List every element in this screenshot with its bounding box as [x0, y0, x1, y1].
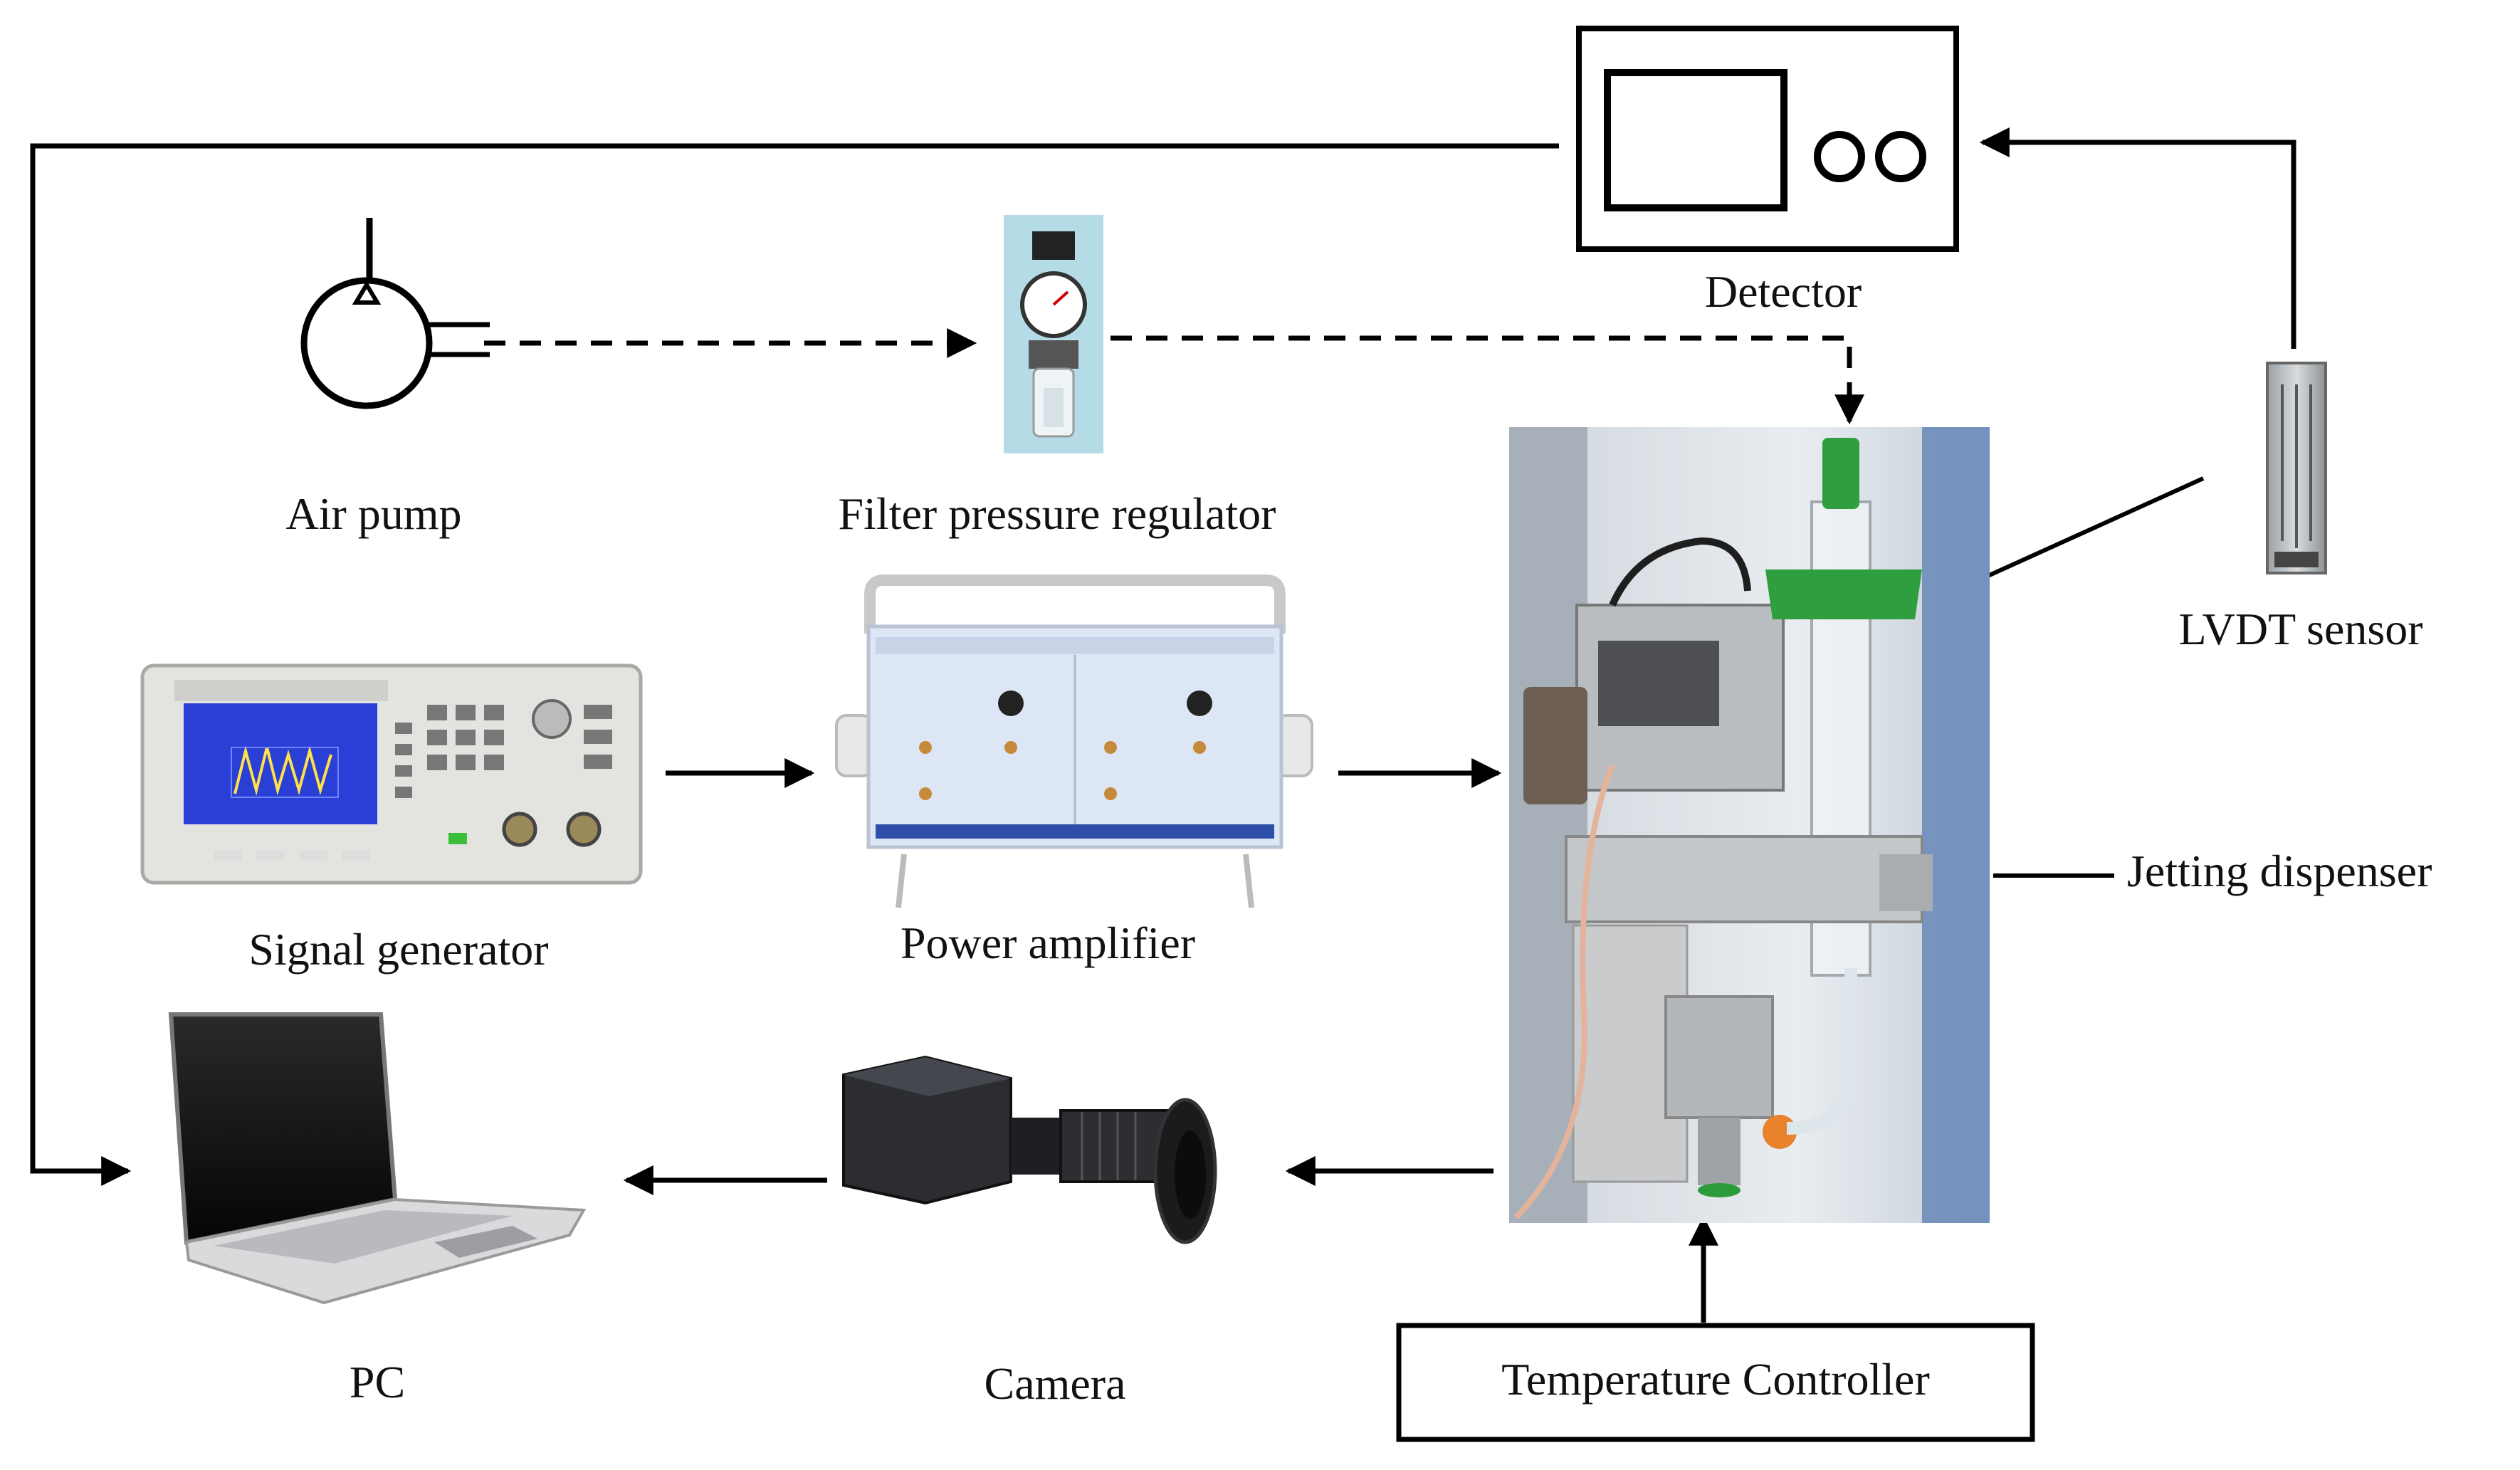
- temperature-controller-box: [1396, 1323, 2035, 1442]
- power-amplifier-icon: [835, 574, 1313, 908]
- pc-label: PC: [349, 1357, 406, 1407]
- jetting-dispenser-photo: [1509, 427, 1990, 1223]
- air-pump-label: Air pump: [285, 488, 462, 539]
- filter-regulator-icon: [1004, 215, 1103, 453]
- temperature-controller-label: Temperature Controller: [1501, 1354, 1930, 1405]
- signal-generator-icon: [140, 663, 643, 885]
- power-amplifier-label: Power amplifier: [900, 918, 1196, 968]
- line-detector-to-pc: [30, 143, 1559, 1186]
- lvdt-sensor-label: LVDT sensor: [2178, 604, 2423, 654]
- detector-label: Detector: [1704, 266, 1862, 317]
- camera-label: Camera: [984, 1358, 1126, 1409]
- line-filter-to-dispenser: [1111, 335, 1864, 425]
- lvdt-sensor-icon: [2266, 362, 2327, 574]
- camera-icon: [842, 1055, 1217, 1244]
- jetting-dispenser-label: Jetting dispenser: [2127, 846, 2432, 896]
- laptop-pc-icon: [168, 1012, 587, 1305]
- filter-regulator-label: Filter pressure regulator: [838, 488, 1276, 539]
- detector-icon: [1576, 26, 1959, 252]
- air-pump-icon: [300, 218, 490, 409]
- line-lvdt-to-detector: [1979, 127, 2296, 349]
- signal-generator-label: Signal generator: [248, 924, 549, 975]
